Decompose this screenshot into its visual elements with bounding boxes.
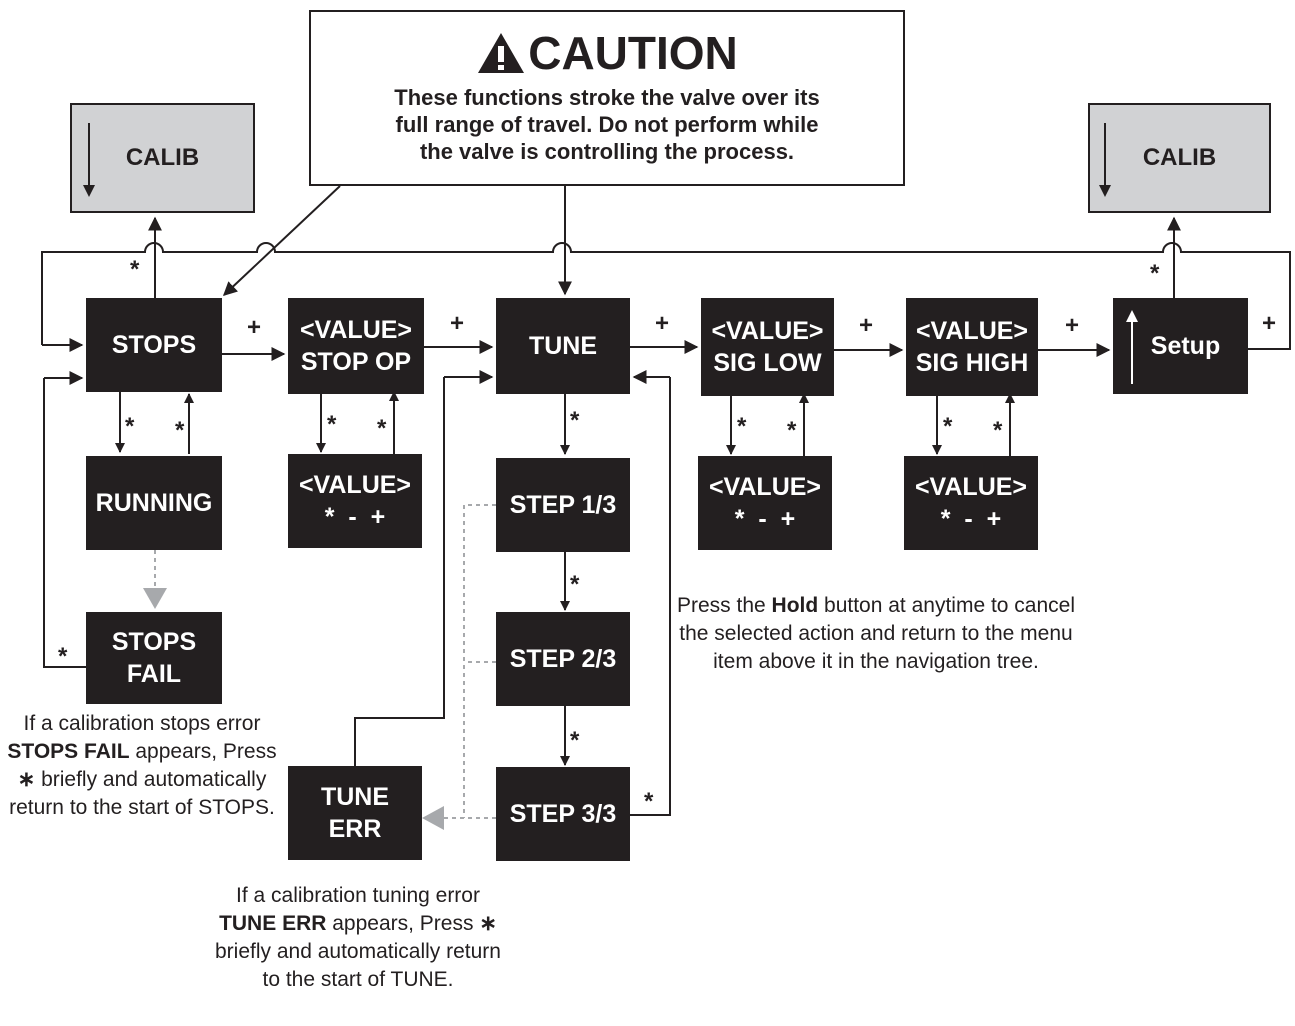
step1-box[interactable]: STEP 1/3 xyxy=(496,458,630,552)
calib-left-label: CALIB xyxy=(125,144,200,171)
running-box[interactable]: RUNNING xyxy=(86,456,222,550)
step2-box[interactable]: STEP 2/3 xyxy=(496,612,630,706)
plus-label: + xyxy=(1262,310,1277,337)
star-label: * xyxy=(993,417,1003,444)
star-label: * xyxy=(570,407,580,434)
star-label: * xyxy=(125,413,135,440)
tune-err-note: If a calibration tuning error TUNE ERR a… xyxy=(215,884,501,991)
star-label: * xyxy=(130,256,140,283)
plus-label: + xyxy=(1065,312,1080,339)
menu-sig-low[interactable]: <VALUE> SIG LOW xyxy=(701,298,834,396)
caution-box: CAUTION These functions stroke the valve… xyxy=(309,10,905,186)
star-label: * xyxy=(570,727,580,754)
star-label: * xyxy=(737,413,747,440)
star-label: * xyxy=(377,415,387,442)
sig-high-value-box[interactable]: <VALUE> * - + xyxy=(904,456,1038,550)
down-arrow-icon xyxy=(83,123,95,197)
sig-low-value-box[interactable]: <VALUE> * - + xyxy=(698,456,832,550)
calib-right-label: CALIB xyxy=(1142,144,1217,171)
star-label: * xyxy=(1150,260,1160,287)
calib-left-box[interactable]: CALIB xyxy=(70,103,255,213)
star-label: * xyxy=(570,571,580,598)
down-arrow-icon xyxy=(1099,123,1111,197)
star-label: * xyxy=(327,411,337,438)
menu-setup[interactable]: Setup xyxy=(1113,298,1248,394)
stop-op-value-box[interactable]: <VALUE> * - + xyxy=(288,454,422,548)
step3-box[interactable]: STEP 3/3 xyxy=(496,767,630,861)
tune-err-box[interactable]: TUNE ERR xyxy=(288,766,422,860)
hold-note: Press the Hold button at anytime to canc… xyxy=(676,594,1076,673)
star-label: * xyxy=(943,413,953,440)
up-arrow-icon xyxy=(1126,310,1138,384)
plus-label: + xyxy=(859,312,874,339)
plus-label: + xyxy=(655,310,670,337)
plus-label: + xyxy=(247,314,262,341)
star-label: * xyxy=(175,417,185,444)
calib-right-box[interactable]: CALIB xyxy=(1088,103,1271,213)
warning-triangle-icon xyxy=(478,33,525,73)
menu-stop-op[interactable]: <VALUE> STOP OP xyxy=(288,298,424,394)
plus-label: + xyxy=(450,310,465,337)
caution-title: CAUTION xyxy=(528,27,738,79)
menu-tune[interactable]: TUNE xyxy=(496,298,630,394)
stops-fail-note: If a calibration stops error STOPS FAIL … xyxy=(7,712,277,819)
caution-text: These functions stroke the valve over it… xyxy=(394,85,820,164)
menu-sig-high[interactable]: <VALUE> SIG HIGH xyxy=(906,298,1038,396)
star-label: * xyxy=(58,643,68,670)
stops-fail-box[interactable]: STOPS FAIL xyxy=(86,612,222,704)
menu-stops[interactable]: STOPS xyxy=(86,298,222,392)
star-label: * xyxy=(787,417,797,444)
star-label: * xyxy=(644,788,654,815)
